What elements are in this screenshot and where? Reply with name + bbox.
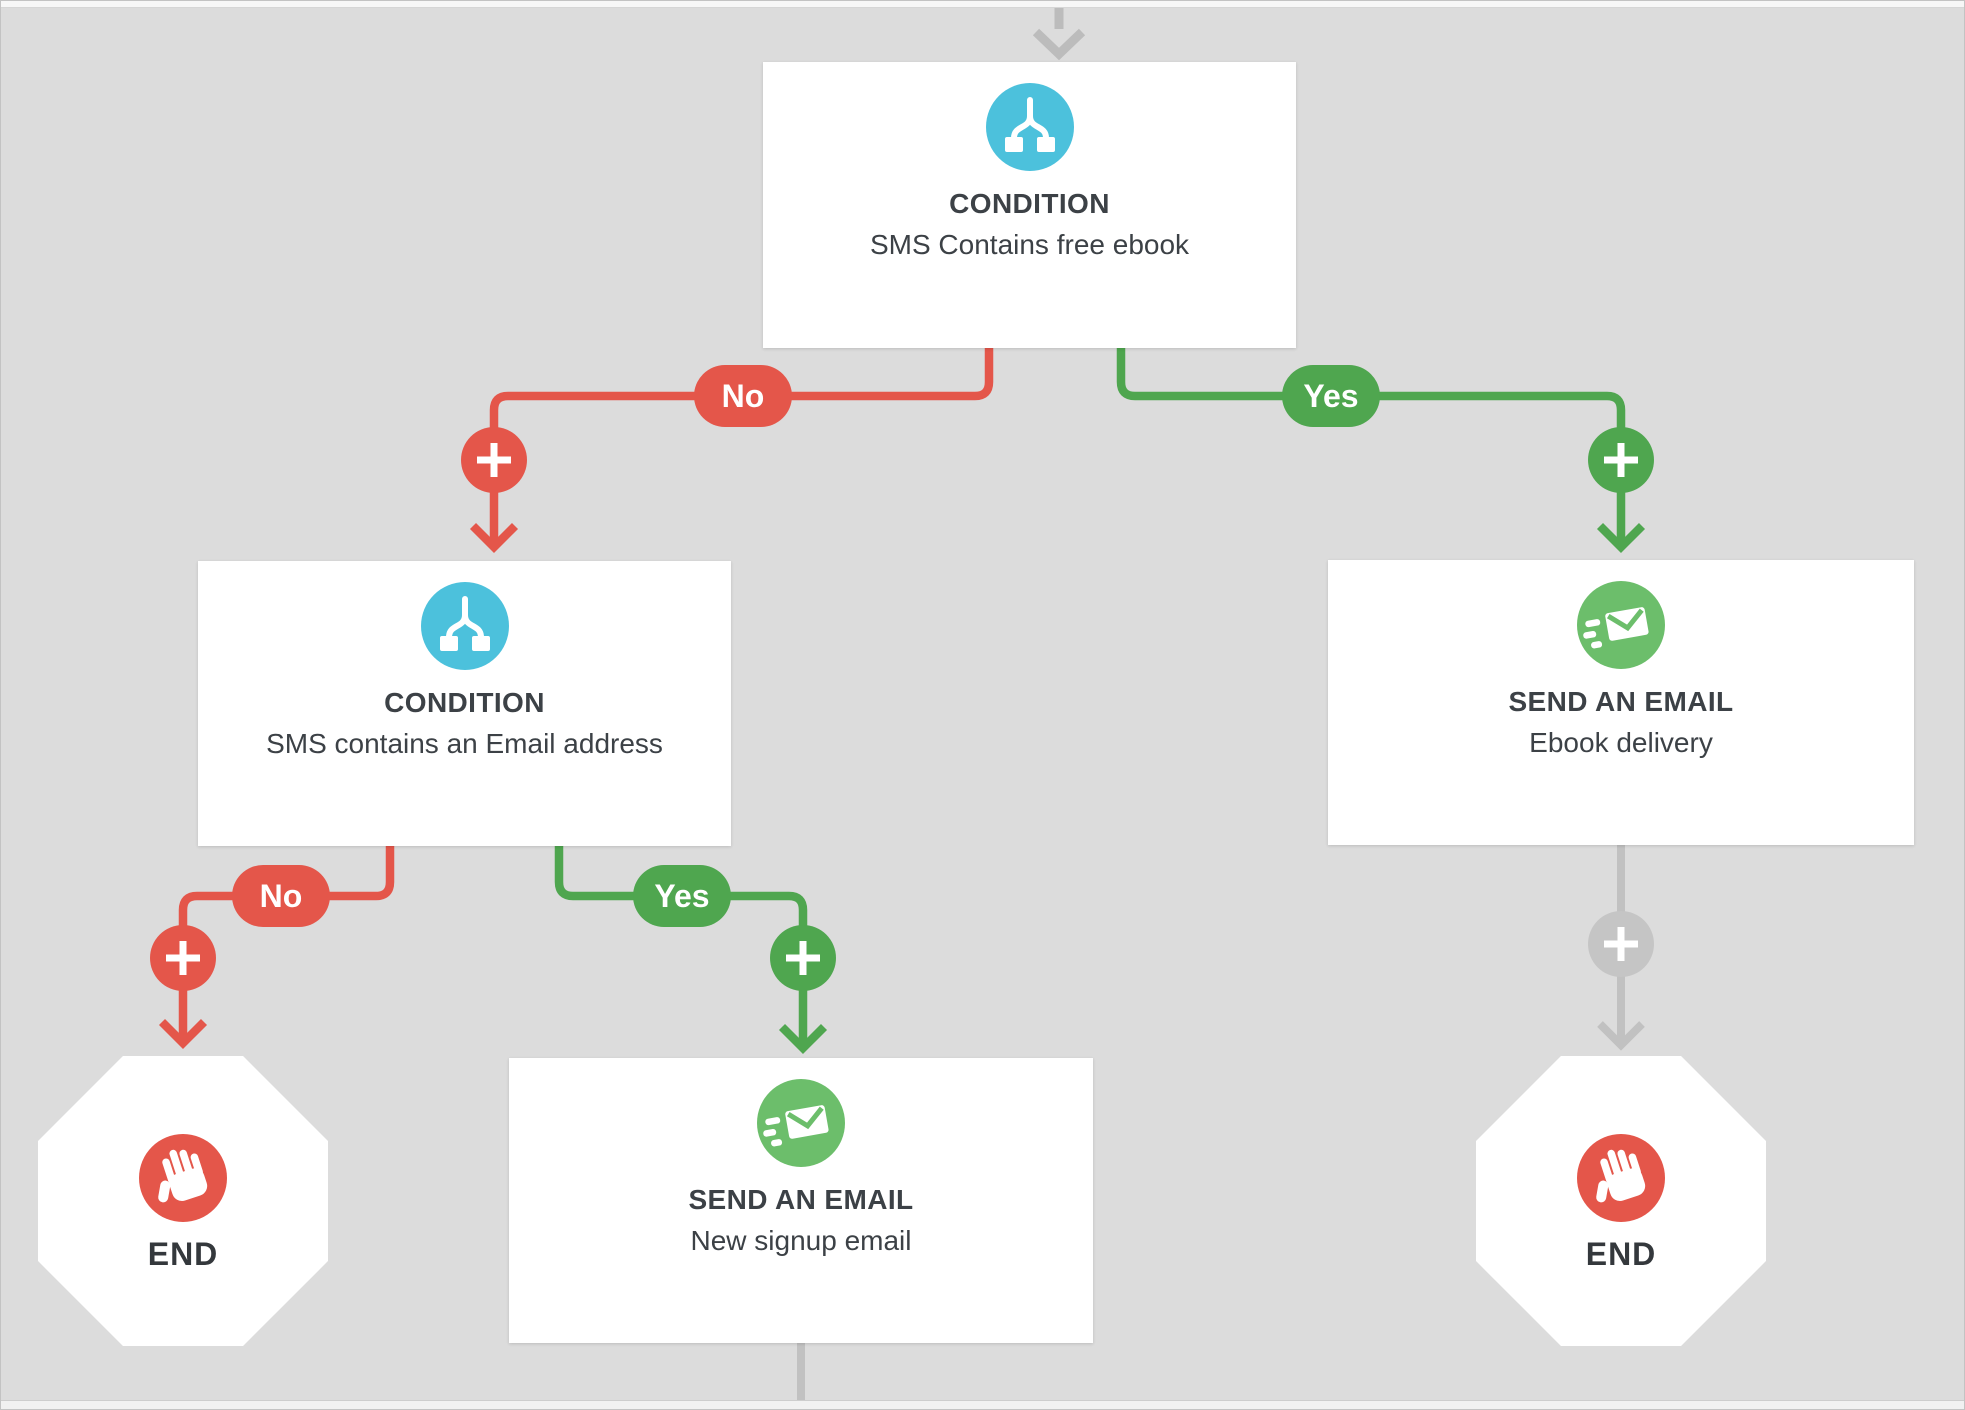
node-subtitle: New signup email [690,1225,912,1256]
branch-label-no: No [232,865,330,927]
branch-label-text: Yes [1303,377,1359,414]
node-end-left[interactable]: END [38,1056,328,1346]
branch-label-text: Yes [654,877,710,914]
branch-label-yes: Yes [633,865,731,927]
send-email-icon [1577,581,1665,669]
node-title: CONDITION [949,188,1110,219]
node-title: SEND AN EMAIL [688,1184,914,1215]
canvas-bottom-edge [1,1400,1964,1409]
connector-yes-1 [1116,346,1646,554]
add-step-plus-icon[interactable] [1588,911,1654,977]
entry-arrow [1032,8,1086,61]
add-step-plus-icon[interactable] [461,427,527,493]
stop-hand-icon [139,1134,227,1222]
branch-split-icon [420,582,509,670]
node-condition-1[interactable]: CONDITION SMS Contains free ebook [763,62,1296,348]
add-step-plus-icon[interactable] [1588,427,1654,493]
branch-label-text: No [259,877,303,914]
add-step-plus-icon[interactable] [150,925,216,991]
add-step-plus-icon[interactable] [770,925,836,991]
end-label: END [147,1236,219,1272]
node-subtitle: SMS Contains free ebook [869,229,1190,260]
node-title: CONDITION [384,687,545,718]
node-title: SEND AN EMAIL [1508,686,1734,717]
stop-hand-icon [1577,1134,1665,1222]
node-send-email-right[interactable]: SEND AN EMAIL Ebook delivery [1328,560,1914,845]
canvas-top-edge [1,1,1964,8]
node-send-email-bottom[interactable]: SEND AN EMAIL New signup email [509,1058,1093,1343]
branch-label-text: No [721,377,765,414]
node-subtitle: Ebook delivery [1529,727,1713,758]
node-condition-2[interactable]: CONDITION SMS contains an Email address [198,561,731,846]
connector-gray-right [1597,845,1645,1051]
branch-split-icon [985,83,1074,171]
end-label: END [1585,1236,1657,1272]
node-subtitle: SMS contains an Email address [266,728,663,759]
branch-label-yes: Yes [1282,365,1380,427]
node-end-right[interactable]: END [1476,1056,1766,1346]
branch-label-no: No [694,365,792,427]
send-email-icon [757,1079,845,1167]
